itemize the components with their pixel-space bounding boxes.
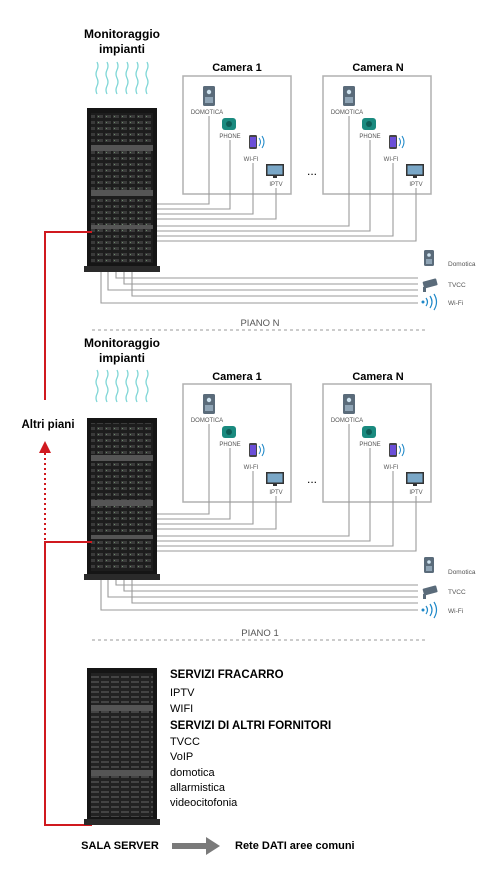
- room-label-phone: PHONE: [359, 442, 380, 448]
- network-rack: [84, 108, 160, 272]
- intercom-icon: [203, 394, 215, 414]
- phone-icon: [222, 118, 236, 130]
- intercom-icon: [424, 250, 434, 266]
- smartphone-icon: [389, 135, 405, 149]
- room-label-domotica: DOMOTICA: [331, 110, 363, 116]
- room-title-last: Camera N: [352, 62, 403, 74]
- network-rack: [84, 418, 160, 580]
- service-item: VoIP: [170, 751, 193, 763]
- intercom-icon: [203, 86, 215, 106]
- monitoring-signal-icon: [95, 369, 149, 403]
- service-item: allarmistica: [170, 782, 226, 794]
- common-label-domotica: Domotica: [448, 569, 476, 576]
- service-item: TVCC: [170, 736, 200, 748]
- intercom-icon: [343, 394, 355, 414]
- room-label-wifi: WI-FI: [384, 465, 399, 471]
- monitor-title: Monitoraggio: [84, 27, 160, 41]
- rooms-ellipsis: ...: [307, 164, 317, 178]
- floor-label: PIANO 1: [241, 628, 279, 639]
- service-item: videocitofonia: [170, 797, 238, 809]
- room-label-wifi: WI-FI: [384, 157, 399, 163]
- room-label-domotica: DOMOTICA: [191, 418, 223, 424]
- smartphone-icon: [249, 135, 265, 149]
- room-box-first: [182, 383, 292, 503]
- server-room-label: SALA SERVER: [81, 840, 159, 852]
- camera-icon: [422, 278, 438, 292]
- room-box-last: [322, 75, 432, 195]
- service-item: WIFI: [170, 703, 193, 715]
- common-label-tvcc: TVCC: [448, 282, 466, 289]
- common-label-wifi: Wi-Fi: [448, 608, 463, 615]
- phone-icon: [222, 426, 236, 438]
- room-label-phone: PHONE: [359, 134, 380, 140]
- wifi-icon: [421, 293, 438, 311]
- smartphone-icon: [249, 443, 265, 457]
- room-label-domotica: DOMOTICA: [191, 110, 223, 116]
- camera-icon: [422, 585, 438, 599]
- wifi-icon: [421, 601, 438, 619]
- cables: [100, 424, 418, 611]
- data-network-label: Rete DATI aree comuni: [235, 840, 355, 852]
- rooms-ellipsis: ...: [307, 472, 317, 486]
- room-label-iptv: IPTV: [269, 490, 282, 496]
- room-label-iptv: IPTV: [269, 182, 282, 188]
- service-item: domotica: [170, 767, 216, 779]
- server-rack: [84, 668, 160, 825]
- room-label-iptv: IPTV: [409, 490, 422, 496]
- services-others-title: SERVIZI DI ALTRI FORNITORI: [170, 720, 331, 732]
- monitor-subtitle: impianti: [99, 351, 145, 365]
- intercom-icon: [343, 86, 355, 106]
- room-label-domotica: DOMOTICA: [331, 418, 363, 424]
- intercom-icon: [424, 557, 434, 573]
- right-arrow-icon: [172, 837, 220, 855]
- monitor-subtitle: impianti: [99, 42, 145, 56]
- phone-icon: [362, 118, 376, 130]
- room-title-first: Camera 1: [212, 371, 262, 383]
- services-fracarro-title: SERVIZI FRACARRO: [170, 669, 284, 681]
- smartphone-icon: [389, 443, 405, 457]
- room-label-wifi: WI-FI: [244, 465, 259, 471]
- room-label-phone: PHONE: [219, 442, 240, 448]
- floor-label: PIANO N: [240, 318, 279, 329]
- room-label-wifi: WI-FI: [244, 157, 259, 163]
- common-label-domotica: Domotica: [448, 261, 476, 268]
- other-floors-label: Altri piani: [21, 419, 74, 431]
- room-box-first: [182, 75, 292, 195]
- monitor-title: Monitoraggio: [84, 336, 160, 350]
- room-title-first: Camera 1: [212, 62, 262, 74]
- up-arrow-icon: [39, 441, 51, 453]
- phone-icon: [362, 426, 376, 438]
- service-item: IPTV: [170, 687, 195, 699]
- tv-icon: [266, 164, 284, 178]
- room-label-phone: PHONE: [219, 134, 240, 140]
- common-label-wifi: Wi-Fi: [448, 300, 463, 307]
- room-label-iptv: IPTV: [409, 182, 422, 188]
- floor-piano-1: Monitoraggio impianti Camera 1 Camera N …: [84, 336, 476, 641]
- red-backbone: [44, 231, 92, 826]
- floor-piano-n: Monitoraggio impianti Camera 1 Camera N …: [84, 27, 476, 331]
- room-box-last: [322, 383, 432, 503]
- monitoring-signal-icon: [95, 61, 149, 95]
- tv-icon: [266, 472, 284, 486]
- tv-icon: [406, 472, 424, 486]
- tv-icon: [406, 164, 424, 178]
- cables: [100, 116, 418, 304]
- room-title-last: Camera N: [352, 371, 403, 383]
- common-label-tvcc: TVCC: [448, 589, 466, 596]
